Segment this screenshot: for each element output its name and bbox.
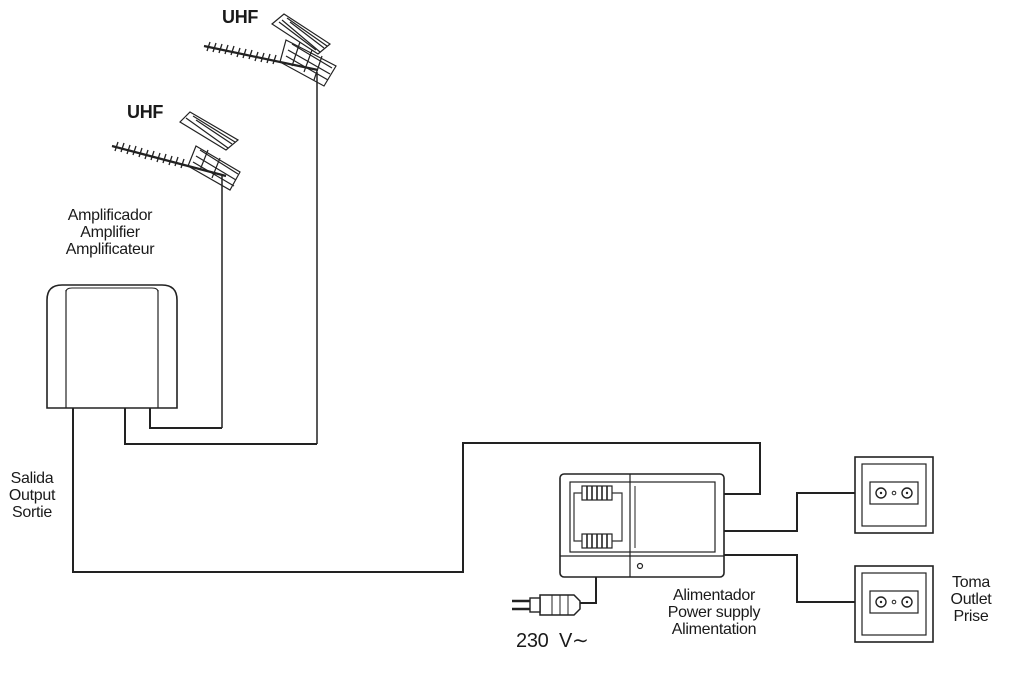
amplifier-box bbox=[46, 284, 178, 409]
outlet-bottom bbox=[854, 565, 934, 643]
antenna-high-label: UHF bbox=[222, 7, 259, 27]
coax-cables bbox=[72, 408, 860, 603]
outlet-label-en: Outlet bbox=[950, 591, 992, 608]
output-label-es: Salida bbox=[10, 470, 54, 487]
uhf-antenna-high bbox=[203, 13, 337, 444]
power-supply-label-en: Power supply bbox=[667, 604, 761, 621]
amplifier-label-fr: Amplificateur bbox=[65, 241, 155, 258]
amplifier-label: Amplificador Amplifier Amplificateur bbox=[52, 207, 168, 258]
amplifier-label-en: Amplifier bbox=[80, 224, 140, 241]
power-supply-label-fr: Alimentation bbox=[671, 621, 757, 638]
uhf-antenna-low bbox=[111, 111, 241, 428]
voltage-label: 230 V∼ bbox=[516, 630, 589, 652]
outlet-label-es: Toma bbox=[952, 574, 990, 591]
power-supply-unit bbox=[559, 473, 725, 578]
outlet-label: Toma Outlet Prise bbox=[944, 574, 998, 625]
outlet-top bbox=[854, 456, 934, 534]
amplifier-label-es: Amplificador bbox=[67, 207, 153, 224]
outlet-label-fr: Prise bbox=[953, 608, 989, 625]
power-supply-label: Alimentador Power supply Alimentation bbox=[652, 587, 776, 638]
antenna-low-label: UHF bbox=[127, 102, 164, 122]
output-label-fr: Sortie bbox=[12, 504, 52, 521]
mains-plug bbox=[512, 577, 597, 616]
power-supply-label-es: Alimentador bbox=[672, 587, 756, 604]
output-label-en: Output bbox=[8, 487, 56, 504]
output-label: Salida Output Sortie bbox=[4, 470, 60, 521]
